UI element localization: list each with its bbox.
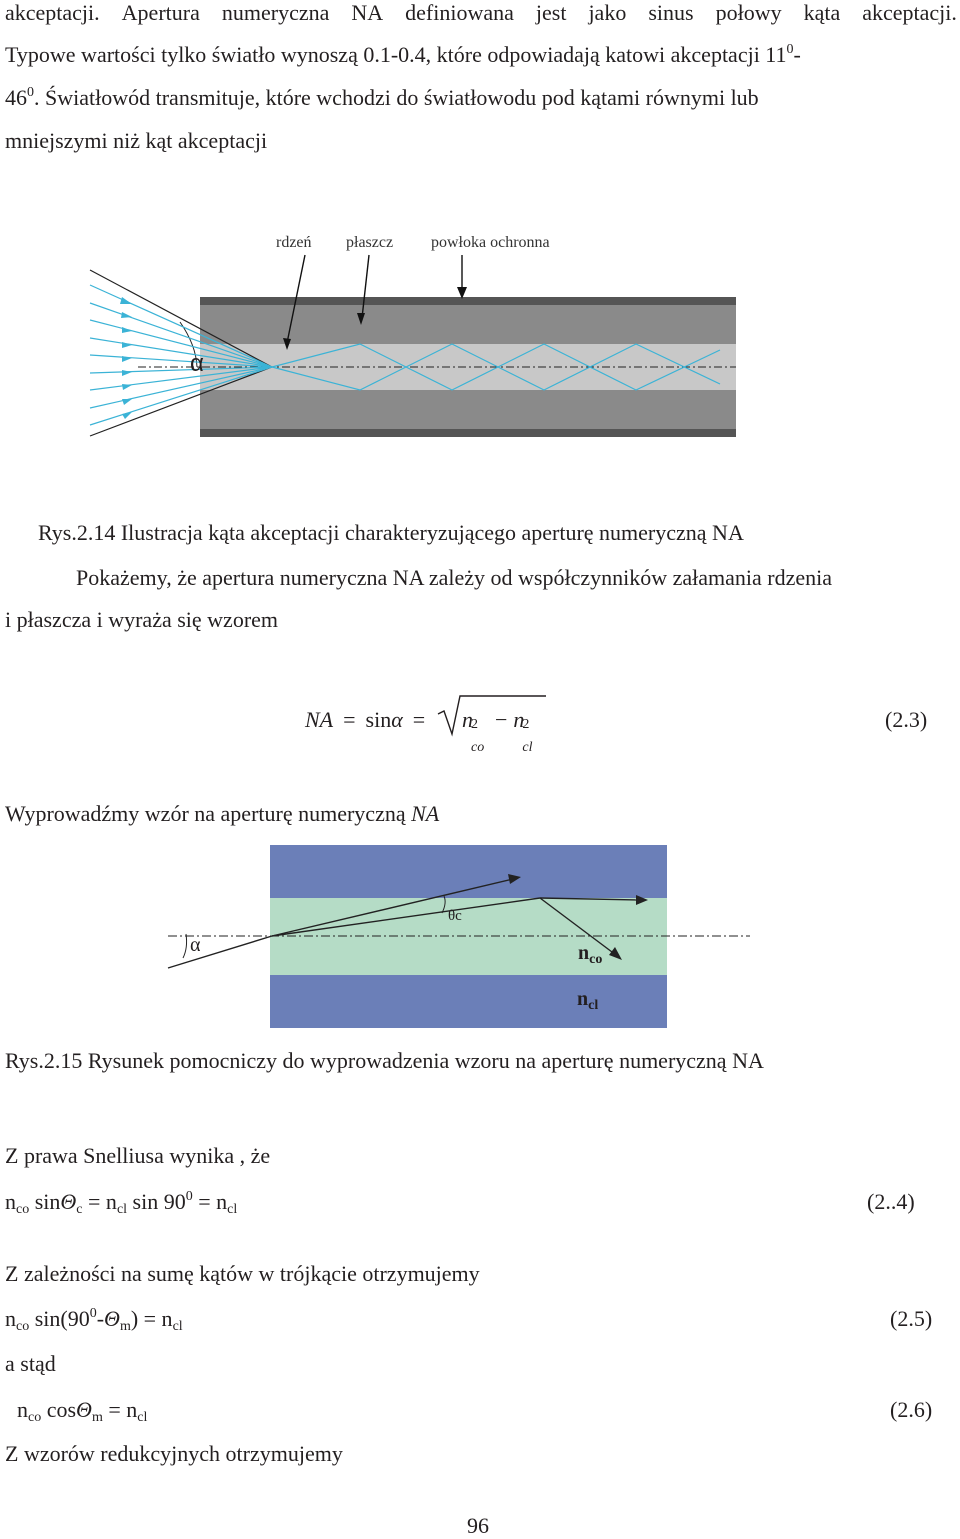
label-cladding: płaszcz <box>346 234 394 251</box>
equation-2-4-number: (2..4) <box>867 1189 915 1214</box>
equation-2-5: nco sin(900-Θm) = ncl <box>5 1306 183 1334</box>
equation-2-6-number: (2.6) <box>890 1397 933 1422</box>
incoming-rays <box>89 284 273 426</box>
word: sinus <box>648 0 694 25</box>
alpha-label-2: α <box>190 934 201 956</box>
ray-arrowheads <box>120 297 132 419</box>
label-coating: powłoka ochronna <box>431 234 550 251</box>
snell-line: Z prawa Snelliusa wynika , że <box>5 1143 271 1168</box>
equation-2-3: NA=sinα= <box>305 707 426 732</box>
intro-line-1: akceptacji. Apertura numeryczna NA defin… <box>5 0 957 26</box>
derive-line: Wyprowadźmy wzór na aperturę numeryczną … <box>5 801 440 826</box>
pointer-cladding <box>361 254 370 319</box>
equation-2-6: nco cosΘm = ncl <box>17 1397 148 1425</box>
reflected-ray <box>539 897 617 956</box>
caption-fig-2-15: Rys.2.15 Rysunek pomocniczy do wyprowadz… <box>5 1048 764 1073</box>
intro-line-3: 460. Światłowód transmituje, które wchod… <box>5 85 759 110</box>
para2-line-2: i płaszcza i wyraża się wzorem <box>5 607 279 632</box>
pointer-core <box>286 254 306 344</box>
word: jest <box>535 0 567 25</box>
alpha-arc-2 <box>182 933 188 959</box>
label-core: rdzeń <box>276 234 312 251</box>
guided-ray-2 <box>271 343 721 391</box>
para2-line-1: Pokażemy, że apertura numeryczna NA zale… <box>76 565 833 590</box>
alpha-label: α <box>190 350 204 377</box>
critical-ray <box>539 897 639 901</box>
reference-ray <box>271 878 514 937</box>
equation-2-3-number: (2.3) <box>885 707 928 732</box>
page-number: 96 <box>467 1513 489 1538</box>
derivation-diagram <box>167 845 750 1028</box>
cone-edge-top <box>89 269 273 368</box>
word: numeryczna <box>221 0 330 25</box>
sqrt-sign <box>437 695 546 737</box>
refracted-ray <box>271 897 541 937</box>
reference-ray-head <box>508 874 521 884</box>
n-co-label: nco <box>578 942 603 967</box>
theta-arc <box>441 895 446 914</box>
word: definiowana <box>405 0 514 25</box>
pointer-coating-head <box>457 287 467 299</box>
word: Apertura <box>121 0 200 25</box>
intro-line-4: mniejszymi niż kąt akceptacji <box>5 128 268 153</box>
word: połowy <box>715 0 782 25</box>
equation-2-4: nco sinΘc = ncl sin 900 = ncl <box>5 1189 238 1217</box>
pointer-core-head <box>283 338 291 350</box>
n-cl-label: ncl <box>577 988 599 1013</box>
reduction-line: Z wzorów redukcyjnych otrzymujemy <box>5 1441 343 1466</box>
pointer-cladding-head <box>357 313 365 325</box>
equation-2-5-number: (2.5) <box>890 1306 933 1331</box>
word: kąta <box>803 0 841 25</box>
cone-edge-bottom <box>89 366 273 437</box>
word: akceptacji. <box>862 0 957 25</box>
critical-ray-head <box>636 895 648 905</box>
alpha-arc <box>179 321 198 368</box>
fiber-diagram <box>89 254 736 437</box>
theta-c-label: θc <box>448 908 462 924</box>
word: akceptacji. <box>5 0 100 25</box>
hence-line: a stąd <box>5 1351 56 1376</box>
reflected-ray-head <box>609 947 622 960</box>
cladding-bottom <box>270 975 667 1028</box>
incident-ray <box>167 935 273 969</box>
triangle-line: Z zależności na sumę kątów w trójkącie o… <box>5 1261 480 1286</box>
caption-fig-2-14: Rys.2.14 Ilustracja kąta akceptacji char… <box>38 520 744 545</box>
word: jako <box>588 0 627 25</box>
word: NA <box>351 0 384 25</box>
intro-line-2: Typowe wartości tylko światło wynoszą 0.… <box>5 42 801 67</box>
